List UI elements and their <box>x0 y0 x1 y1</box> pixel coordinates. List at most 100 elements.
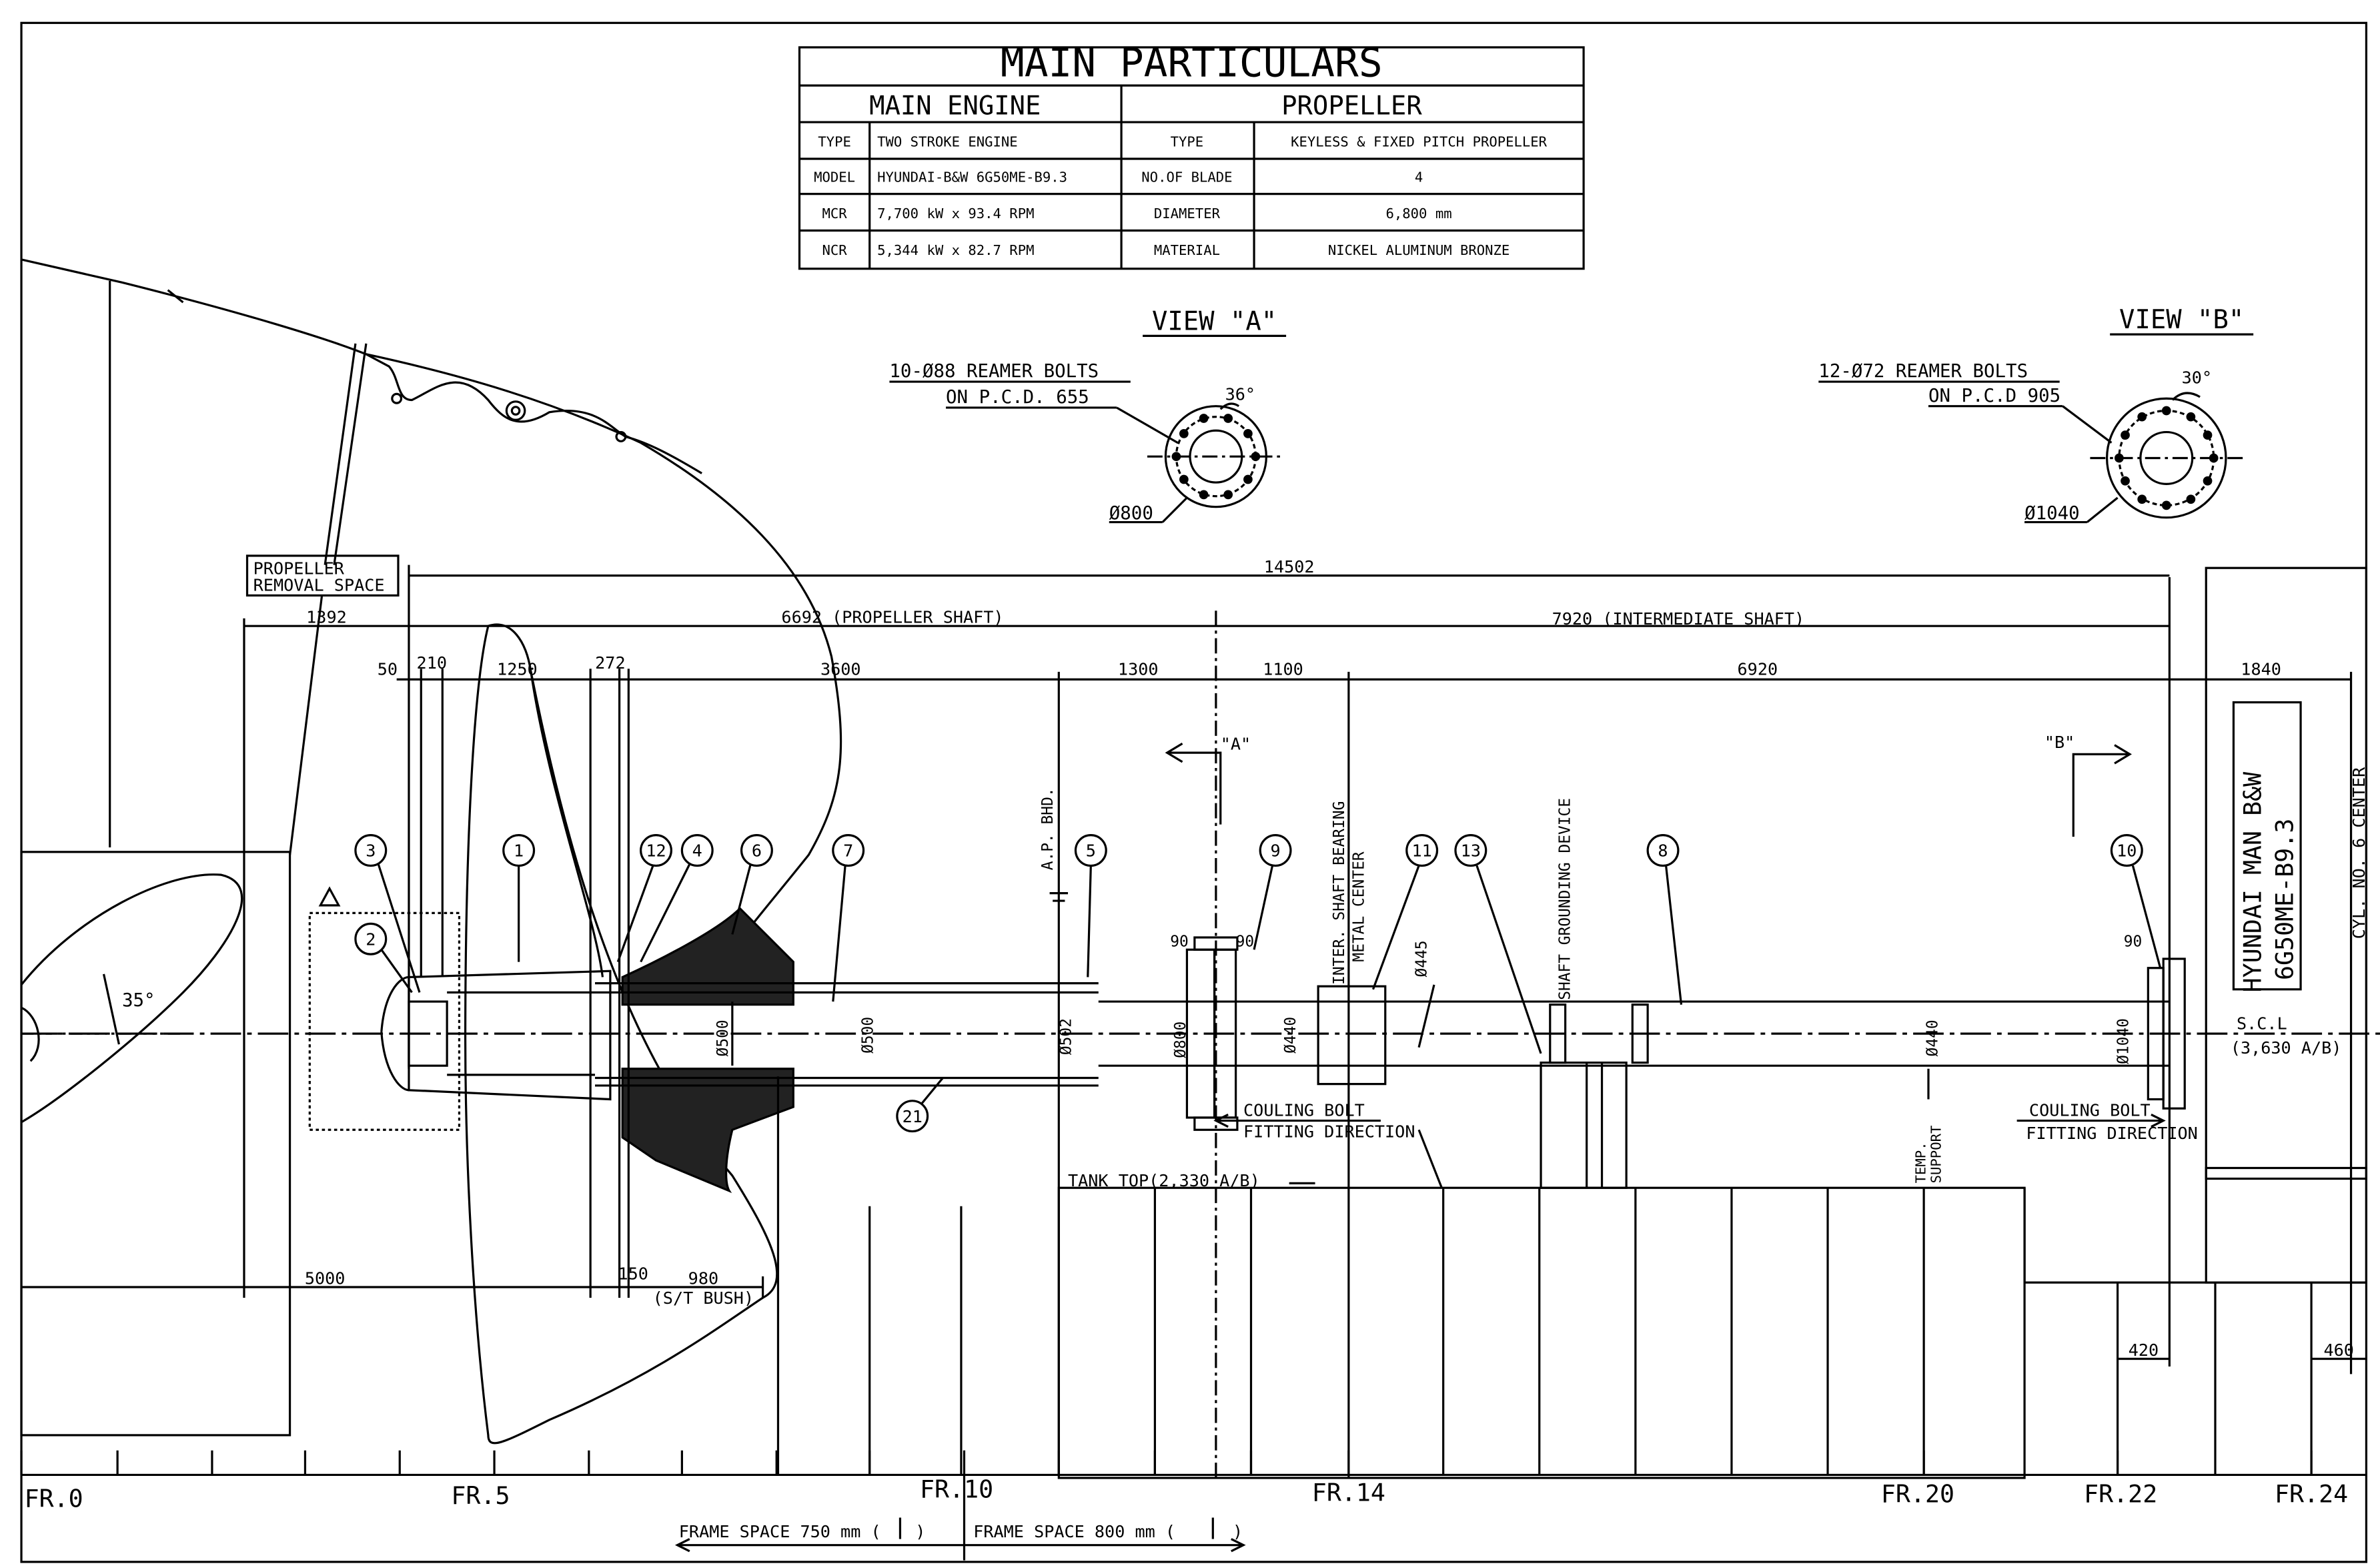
couling-b-1: COULING BOLT <box>2029 1101 2151 1120</box>
dia-callout: Ø502 <box>1058 1018 1075 1055</box>
part-balloon: 7 <box>843 841 853 861</box>
row-key: NCR <box>822 242 848 258</box>
arrow-a-label: "A" <box>1221 735 1251 754</box>
part-balloon: 6 <box>752 841 762 861</box>
propeller-header: PROPELLER <box>1281 91 1422 121</box>
couling-notes: COULING BOLT FITTING DIRECTION COULING B… <box>1068 1101 2198 1190</box>
view-a-angle: 36° <box>1225 385 1255 404</box>
bearing-label-2: METAL CENTER <box>1351 851 1368 961</box>
shaft-line <box>21 671 2380 1478</box>
frame-space-close: ) <box>915 1522 925 1541</box>
row-value: 6,800 mm <box>1386 206 1452 222</box>
dia-callout: Ø440 <box>1282 1017 1299 1054</box>
dim-segment: 1100 <box>1263 659 1303 679</box>
view-arrows: "A" "B" <box>1165 733 2133 837</box>
dim-460: 460 <box>2324 1340 2354 1360</box>
view-b-angle: 30° <box>2182 368 2212 387</box>
row-key: NO.OF BLADE <box>1141 169 1232 185</box>
dim-90: 90 <box>2124 933 2143 951</box>
temp-support-2: SUPPORT <box>1928 1126 1944 1184</box>
temp-support-1: TEMP. <box>1912 1142 1928 1183</box>
dimension-lines: 14502 13 9 2 6692 (PROPELLER SHAFT) 7920 (… <box>21 557 2367 1481</box>
ap-bhd-label: A.P. BHD. <box>1039 787 1057 870</box>
part-balloon: 3 <box>366 841 376 861</box>
frame-space-800: FRAME SPACE 800 mm ( <box>973 1522 1175 1541</box>
view-a-dia: Ø800 <box>1109 503 1153 524</box>
vertical-annotations: INTER. SHAFT BEARING METAL CENTER SHAFT … <box>1331 798 1944 1183</box>
dim-90: 90 <box>1236 933 1255 951</box>
row-key: MATERIAL <box>1154 242 1220 258</box>
angle-35: 35° <box>122 990 155 1011</box>
row-key: MODEL <box>814 169 855 185</box>
frame-label: FR.0 <box>25 1484 83 1513</box>
dia-callout: Ø500 <box>714 1020 732 1056</box>
frame-space-750: FRAME SPACE 750 mm ( <box>679 1522 881 1541</box>
part-balloon: 12 <box>646 841 666 861</box>
tank-top-label: TANK TOP(2,330 A/B) <box>1068 1171 1260 1190</box>
st-bush-label: (S/T BUSH) <box>653 1288 754 1308</box>
couling-b-2: FITTING DIRECTION <box>2026 1124 2197 1143</box>
main-particulars-table: MAIN PARTICULARS MAIN ENGINE PROPELLER T… <box>798 40 1585 270</box>
dim-150: 150 <box>618 1264 648 1284</box>
grounding-label: SHAFT GROUNDING DEVICE <box>1557 798 1574 1000</box>
row-key: TYPE <box>818 134 851 150</box>
frame-label: FR.22 <box>2084 1480 2157 1509</box>
flange-b-outer <box>2105 397 2227 519</box>
dim-980: 980 <box>688 1268 718 1288</box>
part-balloon: 9 <box>1271 841 1281 861</box>
part-balloon: 11 <box>1412 841 1432 861</box>
couling-a-1: COULING BOLT <box>1243 1101 1365 1120</box>
dim-segment: 210 <box>417 653 447 673</box>
part-balloon: 4 <box>692 841 702 861</box>
row-value: NICKEL ALUMINUM BRONZE <box>1328 242 1510 258</box>
propeller-removal-space: PROPELLER REMOVAL SPACE <box>243 554 400 1298</box>
flange-b-bolt-holes <box>2115 406 2219 510</box>
main-engine: HYUNDAI MAN B&W 6G50ME-B9.3 CYL. NO. 6 C… <box>2231 701 2369 1058</box>
view-a: VIEW "A" 10-Ø88 REAMER BOLTS ON P.C.D. 6… <box>889 306 1287 524</box>
part-balloon: 13 <box>1461 841 1481 861</box>
dim-segment: 1300 <box>1118 659 1159 679</box>
dim-420: 420 <box>2129 1340 2159 1360</box>
stern-tube-boss <box>595 907 1099 1194</box>
bearing-label-1: INTER. SHAFT BEARING <box>1331 801 1348 985</box>
removal-label-2: REMOVAL SPACE <box>253 576 385 595</box>
rudder: 35° <box>20 851 291 1437</box>
row-value: TWO STROKE ENGINE <box>877 134 1018 150</box>
view-b-dia: Ø1040 <box>2024 503 2080 524</box>
view-b-bolts: 12-Ø72 REAMER BOLTS <box>1818 361 2028 382</box>
dim-segment: 1250 <box>497 659 538 679</box>
row-value: KEYLESS & FIXED PITCH PROPELLER <box>1291 134 1548 150</box>
dia-callout: Ø800 <box>1172 1022 1189 1058</box>
row-value: 5,344 kW x 82.7 RPM <box>877 242 1034 258</box>
part-balloon: 21 <box>903 1107 923 1126</box>
dim-overall: 14502 <box>1264 557 1315 576</box>
dim-segment: 1840 <box>2241 659 2281 679</box>
table-title: MAIN PARTICULARS <box>1001 40 1383 86</box>
view-a-title: VIEW "A" <box>1152 306 1277 336</box>
view-b-title: VIEW "B" <box>2119 305 2244 335</box>
dim-segment: 3600 <box>820 659 861 679</box>
dia-callout: Ø440 <box>1924 1020 1942 1056</box>
diameter-callouts: Ø500 Ø500 Ø502 Ø800 Ø440 Ø445 Ø440 Ø1040… <box>714 933 2142 1066</box>
dim-5000: 5000 <box>305 1268 346 1288</box>
row-key: TYPE <box>1171 134 1204 150</box>
engine-label-1: HYUNDAI MAN B&W <box>2239 771 2267 993</box>
part-balloon: 5 <box>1086 841 1096 861</box>
scl-value: (3,630 A/B) <box>2231 1038 2342 1058</box>
row-value: HYUNDAI-B&W 6G50ME-B9.3 <box>877 169 1067 185</box>
dim-segment: 272 <box>595 653 625 673</box>
row-key: DIAMETER <box>1154 206 1221 222</box>
engine-label-2: 6G50ME-B9.3 <box>2271 819 2299 980</box>
frame-ruler: FR.0 FR.5 FR.10 FR.14 FR.20 FR.22 FR.24 … <box>20 1450 2367 1561</box>
view-a-pcd: ON P.C.D. 655 <box>946 387 1089 408</box>
intermediate-bearing <box>1317 985 1387 1086</box>
row-key: MCR <box>822 206 848 222</box>
dim-90: 90 <box>1170 933 1189 951</box>
dim-inter-shaft: 7920 (INTERMEDIATE SHAFT) <box>1552 609 1805 629</box>
arrow-b-label: "B" <box>2044 733 2074 752</box>
row-value: 4 <box>1415 169 1423 185</box>
part-balloon: 2 <box>366 929 376 949</box>
dim-prop-shaft: 6692 (PROPELLER SHAFT) <box>781 608 1003 627</box>
part-balloon: 8 <box>1658 841 1668 861</box>
